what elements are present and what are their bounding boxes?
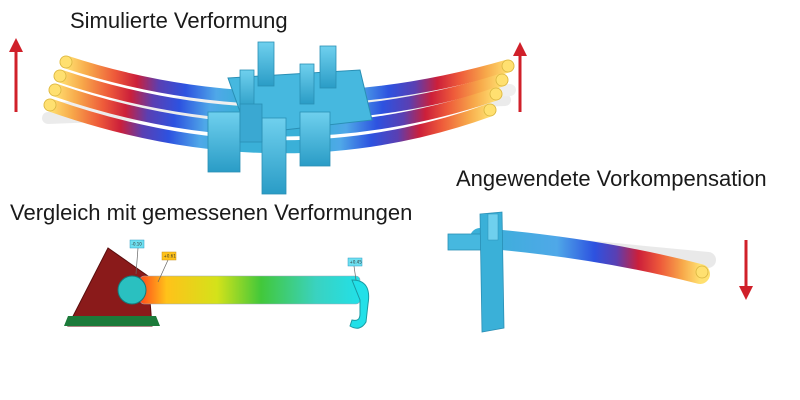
measurement-tag: +0.45 — [347, 257, 363, 281]
precomp-post — [479, 211, 505, 333]
svg-text:+0.45: +0.45 — [350, 260, 363, 265]
measured-end-hook — [349, 279, 370, 329]
precomp-post-top — [487, 213, 499, 241]
caption-comparison-measured: Vergleich mit gemessenen Verformungen — [10, 200, 413, 225]
precompensated-bar — [470, 228, 710, 284]
measured-boss — [117, 275, 147, 305]
svg-text:+0.61: +0.61 — [164, 254, 177, 259]
bar-end-cap — [695, 265, 709, 279]
caption-simulated-deformation: Simulierte Verformung — [70, 8, 288, 33]
caption-applied-precompensation: Angewendete Vorkompensation — [456, 166, 767, 191]
fixture-block — [207, 41, 373, 195]
bar-end-caps — [43, 55, 515, 117]
up-arrow-icon — [9, 38, 23, 112]
down-arrow-icon — [739, 240, 753, 300]
measured-comparison-figure: -0.10 +0.61 +0.45 — [64, 239, 370, 329]
fixture-base-floor — [64, 316, 160, 326]
simulated-deformation-figure — [9, 38, 527, 195]
up-arrow-icon — [513, 42, 527, 112]
measurement-tag: +0.61 — [157, 251, 177, 283]
precompensation-figure — [447, 211, 753, 333]
svg-text:-0.10: -0.10 — [132, 242, 143, 247]
measured-bar — [139, 275, 361, 305]
measurement-tag: -0.10 — [129, 239, 145, 275]
